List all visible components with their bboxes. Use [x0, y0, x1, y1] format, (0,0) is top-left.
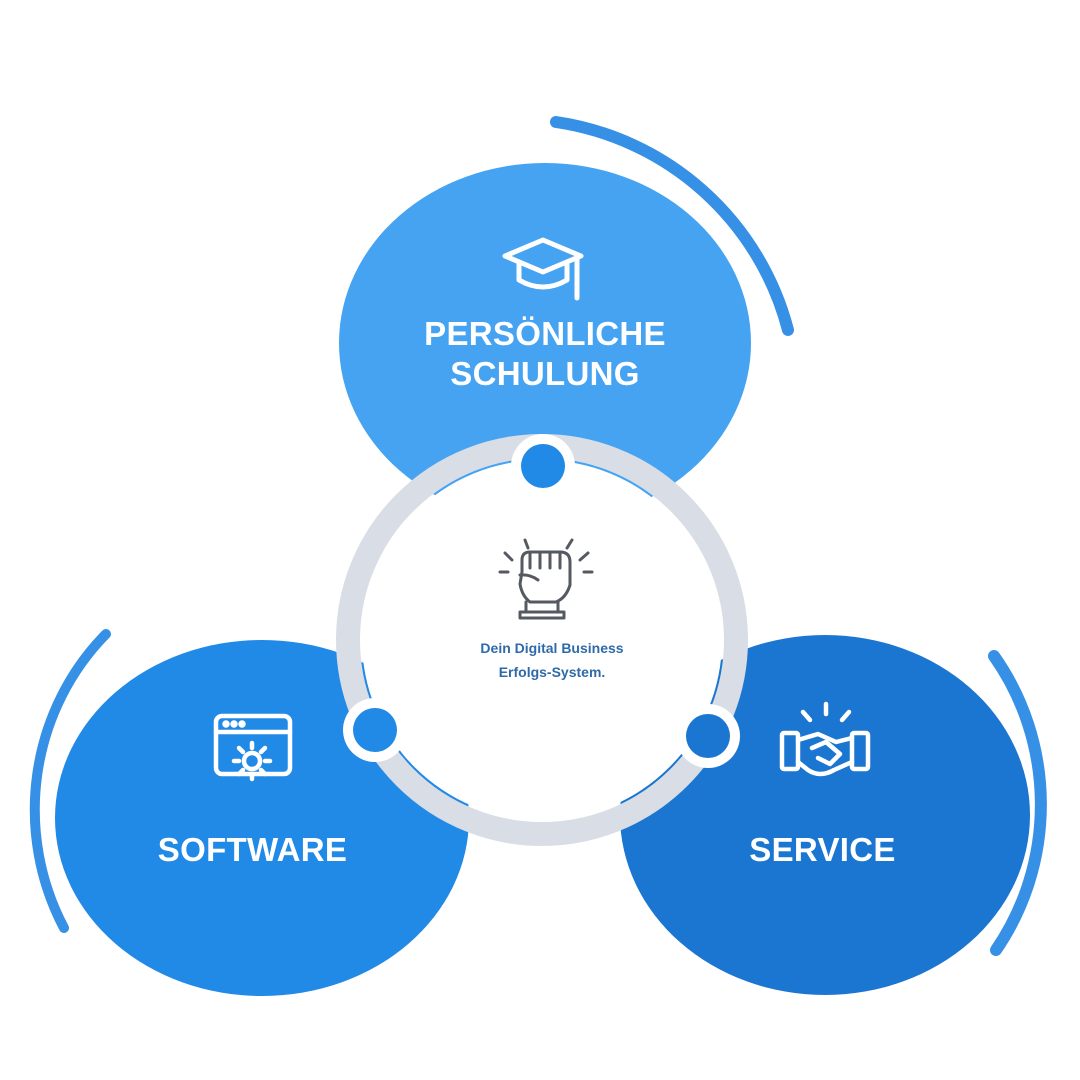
browser-gear-icon [213, 713, 293, 782]
node-left-dot [353, 708, 397, 752]
left-outer-arc [29, 629, 111, 933]
label-persoenliche-schulung: PERSÖNLICHE SCHULUNG [390, 314, 700, 394]
label-top-line2: SCHULUNG [450, 355, 640, 392]
label-service: SERVICE [749, 831, 896, 868]
center-fill [362, 460, 722, 820]
raised-fist-icon [498, 538, 594, 620]
top-outer-arc [550, 116, 794, 336]
center-tagline-line1: Dein Digital Business [480, 640, 624, 656]
graduation-cap-icon [502, 237, 584, 301]
right-outer-arc [988, 650, 1047, 956]
handshake-icon [779, 701, 871, 777]
circle-top-schulung [339, 163, 751, 523]
label-software: SOFTWARE [157, 831, 348, 868]
node-top-dot [521, 444, 565, 488]
node-right-dot [686, 714, 730, 758]
label-top-line1: PERSÖNLICHE [424, 315, 666, 352]
center-tagline: Dein Digital Business Erfolgs-System. [432, 636, 672, 684]
center-tagline-line2: Erfolgs-System. [498, 664, 606, 680]
